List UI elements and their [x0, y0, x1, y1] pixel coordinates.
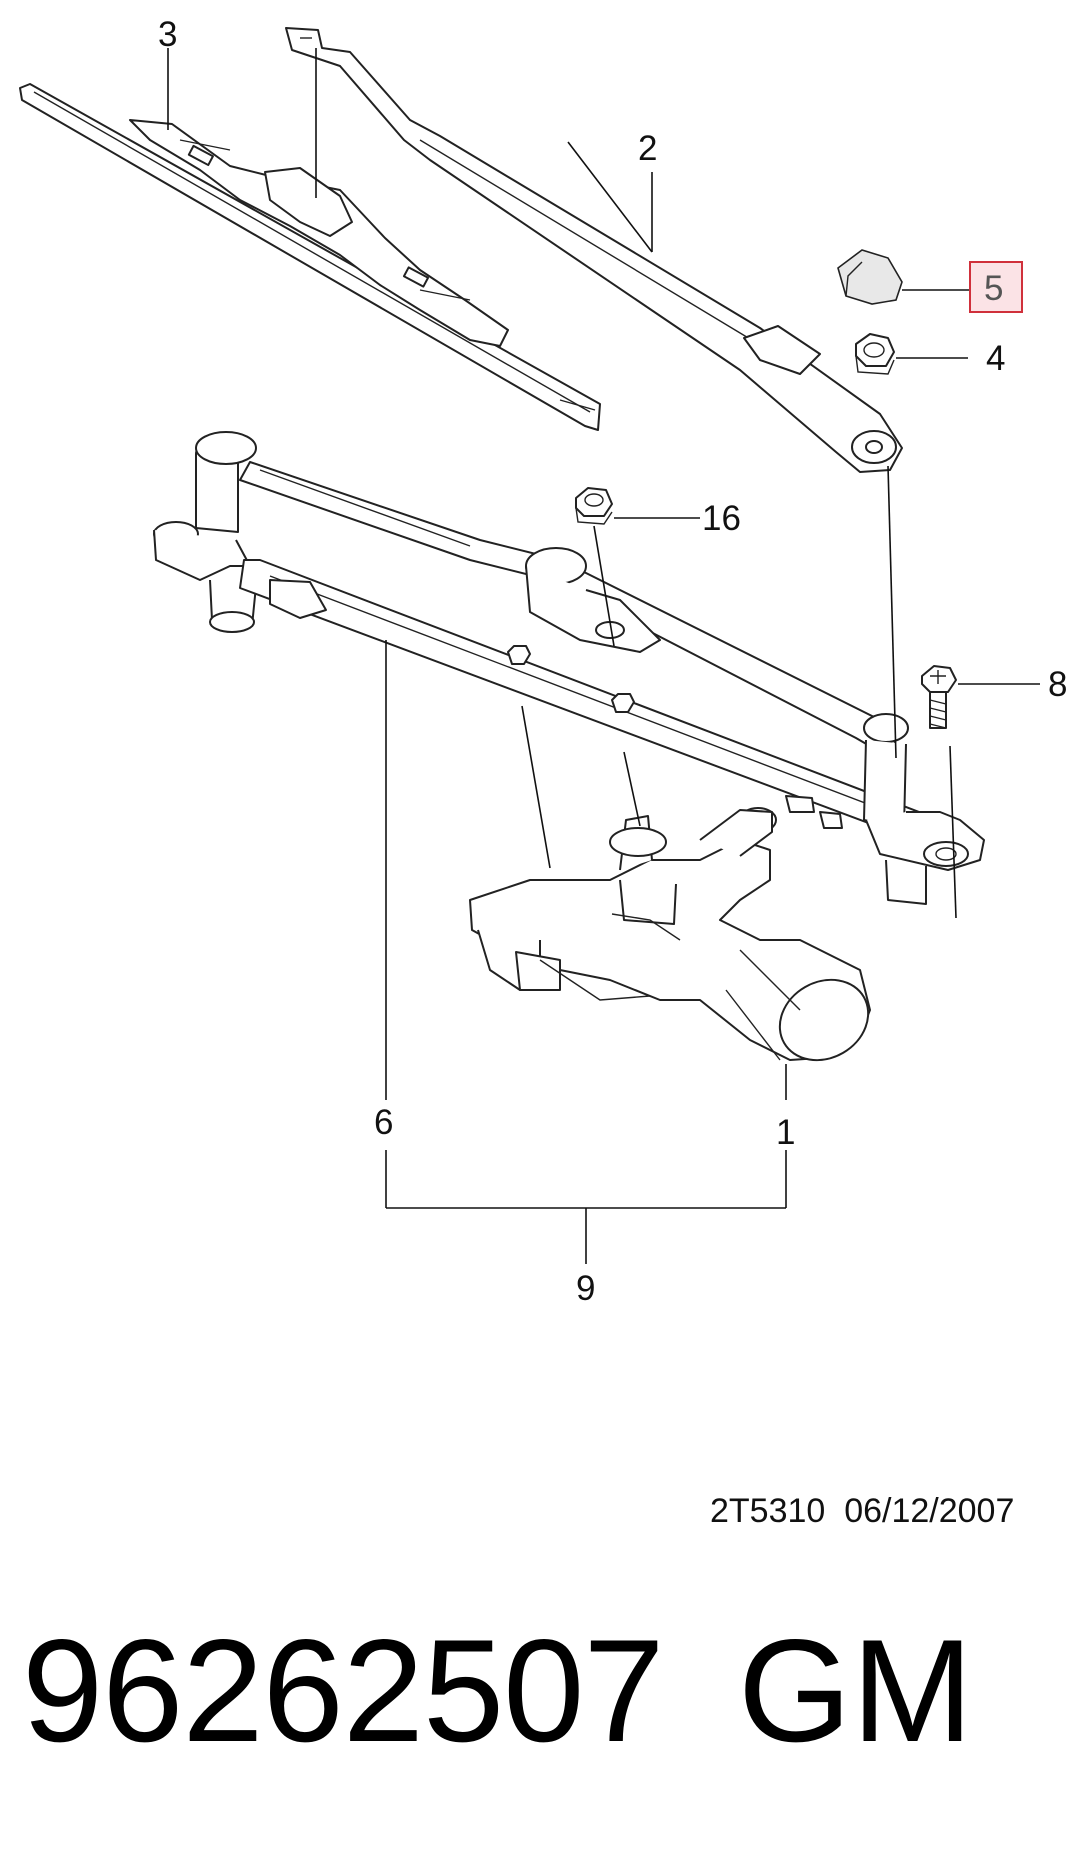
- callout-2: 2: [638, 129, 657, 168]
- leader-lines: [167, 48, 1040, 1264]
- callout-16: 16: [702, 499, 741, 538]
- brand-name: GM: [738, 1609, 974, 1772]
- part-number: 96262507: [22, 1609, 665, 1772]
- callout-5-highlight: 5: [969, 261, 1023, 313]
- nut: [855, 333, 895, 375]
- callout-6: 6: [374, 1103, 393, 1142]
- callout-8: 8: [1048, 665, 1067, 704]
- linkage-assembly: [153, 431, 985, 905]
- nut-16: [575, 487, 613, 525]
- callout-4: 4: [986, 339, 1005, 378]
- callout-9: 9: [576, 1269, 595, 1308]
- wiper-blade: [19, 83, 601, 431]
- callout-5-box: [969, 261, 1023, 313]
- wiper-motor: [469, 807, 871, 1062]
- cap: [837, 249, 903, 305]
- bolt: [921, 665, 957, 729]
- callout-3: 3: [158, 15, 177, 54]
- wiper-arm: [285, 27, 903, 473]
- drawing-reference: 2T5310 06/12/2007: [710, 1492, 1015, 1530]
- callout-1: 1: [776, 1113, 795, 1152]
- callout-5: 5: [984, 269, 1003, 308]
